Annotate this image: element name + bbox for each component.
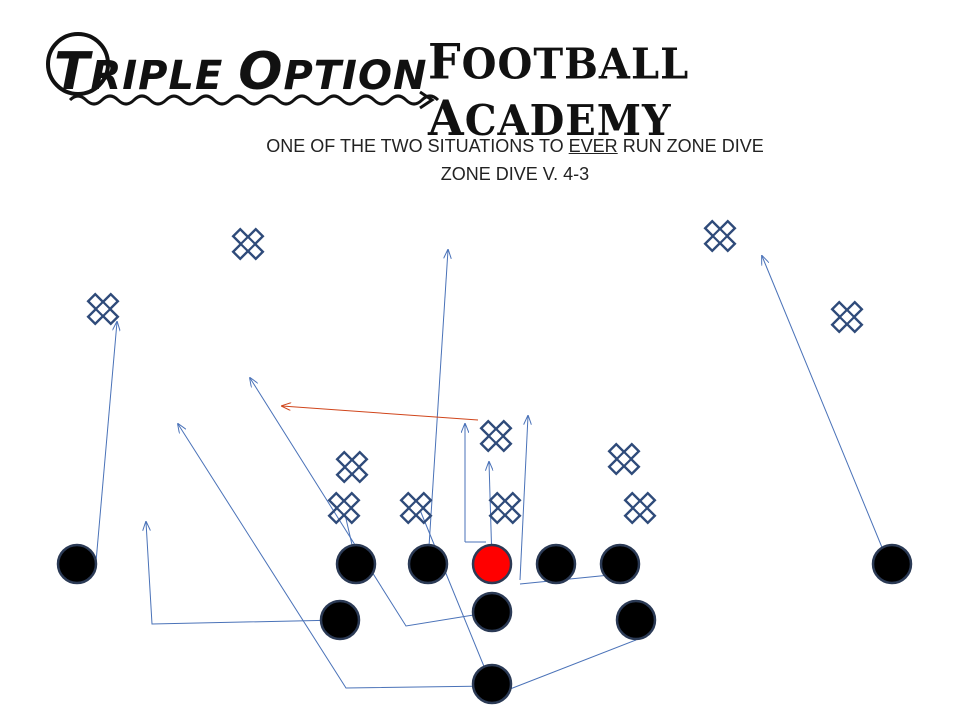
defender-x-icon [830, 300, 864, 334]
logo-brand-right: FOOTBALL ACADEMY [428, 33, 920, 146]
defender-x-icon [623, 491, 657, 525]
logo-initial-f: F [428, 33, 462, 90]
logo-brand-left: TRIPLE OPTION [54, 42, 427, 102]
logo: TRIPLE OPTION FOOTBALL ACADEMY [40, 18, 920, 147]
defender-x-icon [327, 491, 361, 525]
route-fullback [250, 378, 493, 627]
defender-x-icon [399, 491, 433, 525]
defender-x-icon [607, 442, 641, 476]
player-flanker [871, 543, 913, 585]
player-left-back [319, 599, 361, 641]
route-right-guard [519, 416, 528, 581]
offense [56, 543, 913, 705]
route-motion [282, 406, 479, 421]
subtitle-emphasis: EVER [568, 136, 618, 156]
logo-initial-t: T [54, 42, 91, 102]
logo-text-cademy: CADEMY [464, 96, 672, 146]
player-fullback [471, 663, 513, 705]
player-left-guard [407, 543, 449, 585]
defender-x-icon [335, 450, 369, 484]
route-right-back [491, 639, 637, 697]
logo-initial-o: O [238, 42, 284, 102]
player-split-end [56, 543, 98, 585]
route-split-end [95, 322, 117, 563]
play-subtitle: ONE OF THE TWO SITUATIONS TO EVER RUN ZO… [230, 136, 800, 157]
logo-initial-a: A [428, 90, 465, 147]
player-right-guard [535, 543, 577, 585]
route-left-guard [427, 250, 448, 563]
route-dive [419, 509, 493, 687]
defender-x-icon [479, 419, 513, 453]
defender-x-icon [488, 491, 522, 525]
route-tailback [178, 424, 493, 689]
subtitle-text-start: ONE OF THE TWO SITUATIONS TO [266, 136, 569, 156]
subtitle-text-end: RUN ZONE DIVE [617, 136, 764, 156]
logo-text-ootball: OOTBALL [461, 39, 690, 89]
route-right-tackle [519, 573, 621, 585]
defender-x-icon [86, 292, 120, 326]
player-right-tackle [599, 543, 641, 585]
defender-x-icon [231, 227, 265, 261]
logo-arrow-icon [46, 32, 440, 110]
route-flanker [762, 256, 889, 563]
logo-text-riple: RIPLE [90, 53, 239, 99]
player-right-back [615, 599, 657, 641]
logo-text-ption: PTION [283, 53, 428, 99]
defense [86, 219, 864, 525]
player-left-tackle [335, 543, 377, 585]
player-center-ball [471, 543, 513, 585]
defender-x-icon [703, 219, 737, 253]
play-title: ZONE DIVE V. 4-3 [440, 164, 590, 184]
route-left-back [146, 522, 341, 625]
player-quarterback [471, 591, 513, 633]
